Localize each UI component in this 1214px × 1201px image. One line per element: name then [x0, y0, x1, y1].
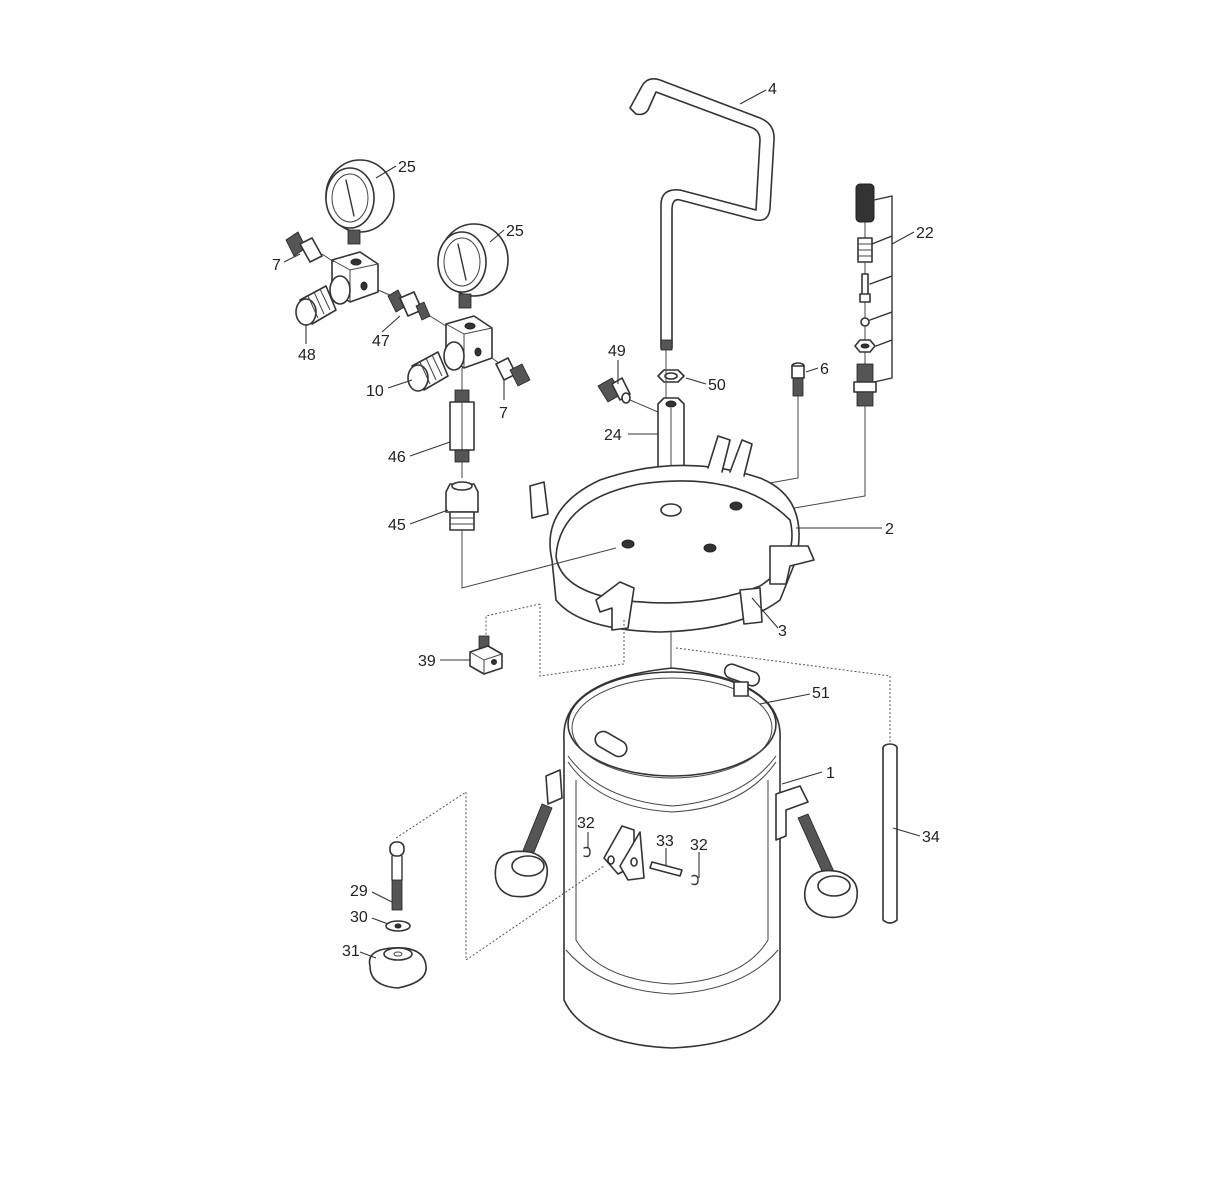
leader-lines [283, 89, 921, 959]
clamp-bolt-part [389, 841, 405, 911]
callout-51: 51 [812, 685, 830, 702]
hinge-bracket-part [583, 825, 699, 886]
callout-49: 49 [608, 343, 626, 360]
callout-3: 3 [778, 623, 787, 640]
callout-32-right: 32 [690, 837, 708, 854]
air-fitting-right-part [491, 357, 531, 387]
nut-part [657, 369, 685, 383]
callout-25-right: 25 [506, 223, 524, 240]
extension-fitting-part [449, 368, 475, 463]
fluid-outlet-fitting-part [597, 377, 659, 413]
callout-7-right: 7 [499, 405, 508, 422]
callout-46: 46 [388, 449, 406, 466]
fluid-tube-part [629, 78, 775, 351]
tube-part [882, 743, 898, 924]
callout-7-left: 7 [272, 257, 281, 274]
callout-6: 6 [820, 361, 829, 378]
callout-48: 48 [298, 347, 316, 364]
callout-1: 1 [826, 765, 835, 782]
callout-34: 34 [922, 829, 940, 846]
safety-valve-assembly-part [853, 183, 893, 407]
callout-24: 24 [604, 427, 622, 444]
callout-labels: 4 25 25 22 7 48 47 10 7 49 50 6 24 46 45… [272, 81, 940, 960]
callout-31: 31 [342, 943, 360, 960]
air-fitting-left-part [285, 231, 335, 263]
callout-2: 2 [885, 521, 894, 538]
callout-29: 29 [350, 883, 368, 900]
side-clamp-left-part [494, 803, 553, 898]
callout-10: 10 [366, 383, 384, 400]
callout-4: 4 [768, 81, 777, 98]
side-clamp-right-part [797, 813, 859, 919]
callout-30: 30 [350, 909, 368, 926]
callout-33: 33 [656, 833, 674, 850]
callout-50: 50 [708, 377, 726, 394]
regulator-right-part [407, 315, 493, 392]
block-fitting-part [469, 635, 503, 675]
callout-25-left: 25 [398, 159, 416, 176]
lid-part [529, 435, 815, 633]
callout-39: 39 [418, 653, 436, 670]
pressure-gauge-right-part [437, 223, 509, 309]
regulator-left-part [295, 251, 379, 326]
pressure-gauge-left-part [325, 159, 395, 245]
connecting-nipple-part [377, 289, 447, 327]
washer-part [385, 920, 411, 932]
star-knob-part [368, 947, 427, 989]
callout-22: 22 [916, 225, 934, 242]
hose-barb-fitting-part [445, 462, 479, 531]
callout-45: 45 [388, 517, 406, 534]
callout-47: 47 [372, 333, 390, 350]
callout-32-left: 32 [577, 815, 595, 832]
tank-body-part [545, 663, 809, 1049]
